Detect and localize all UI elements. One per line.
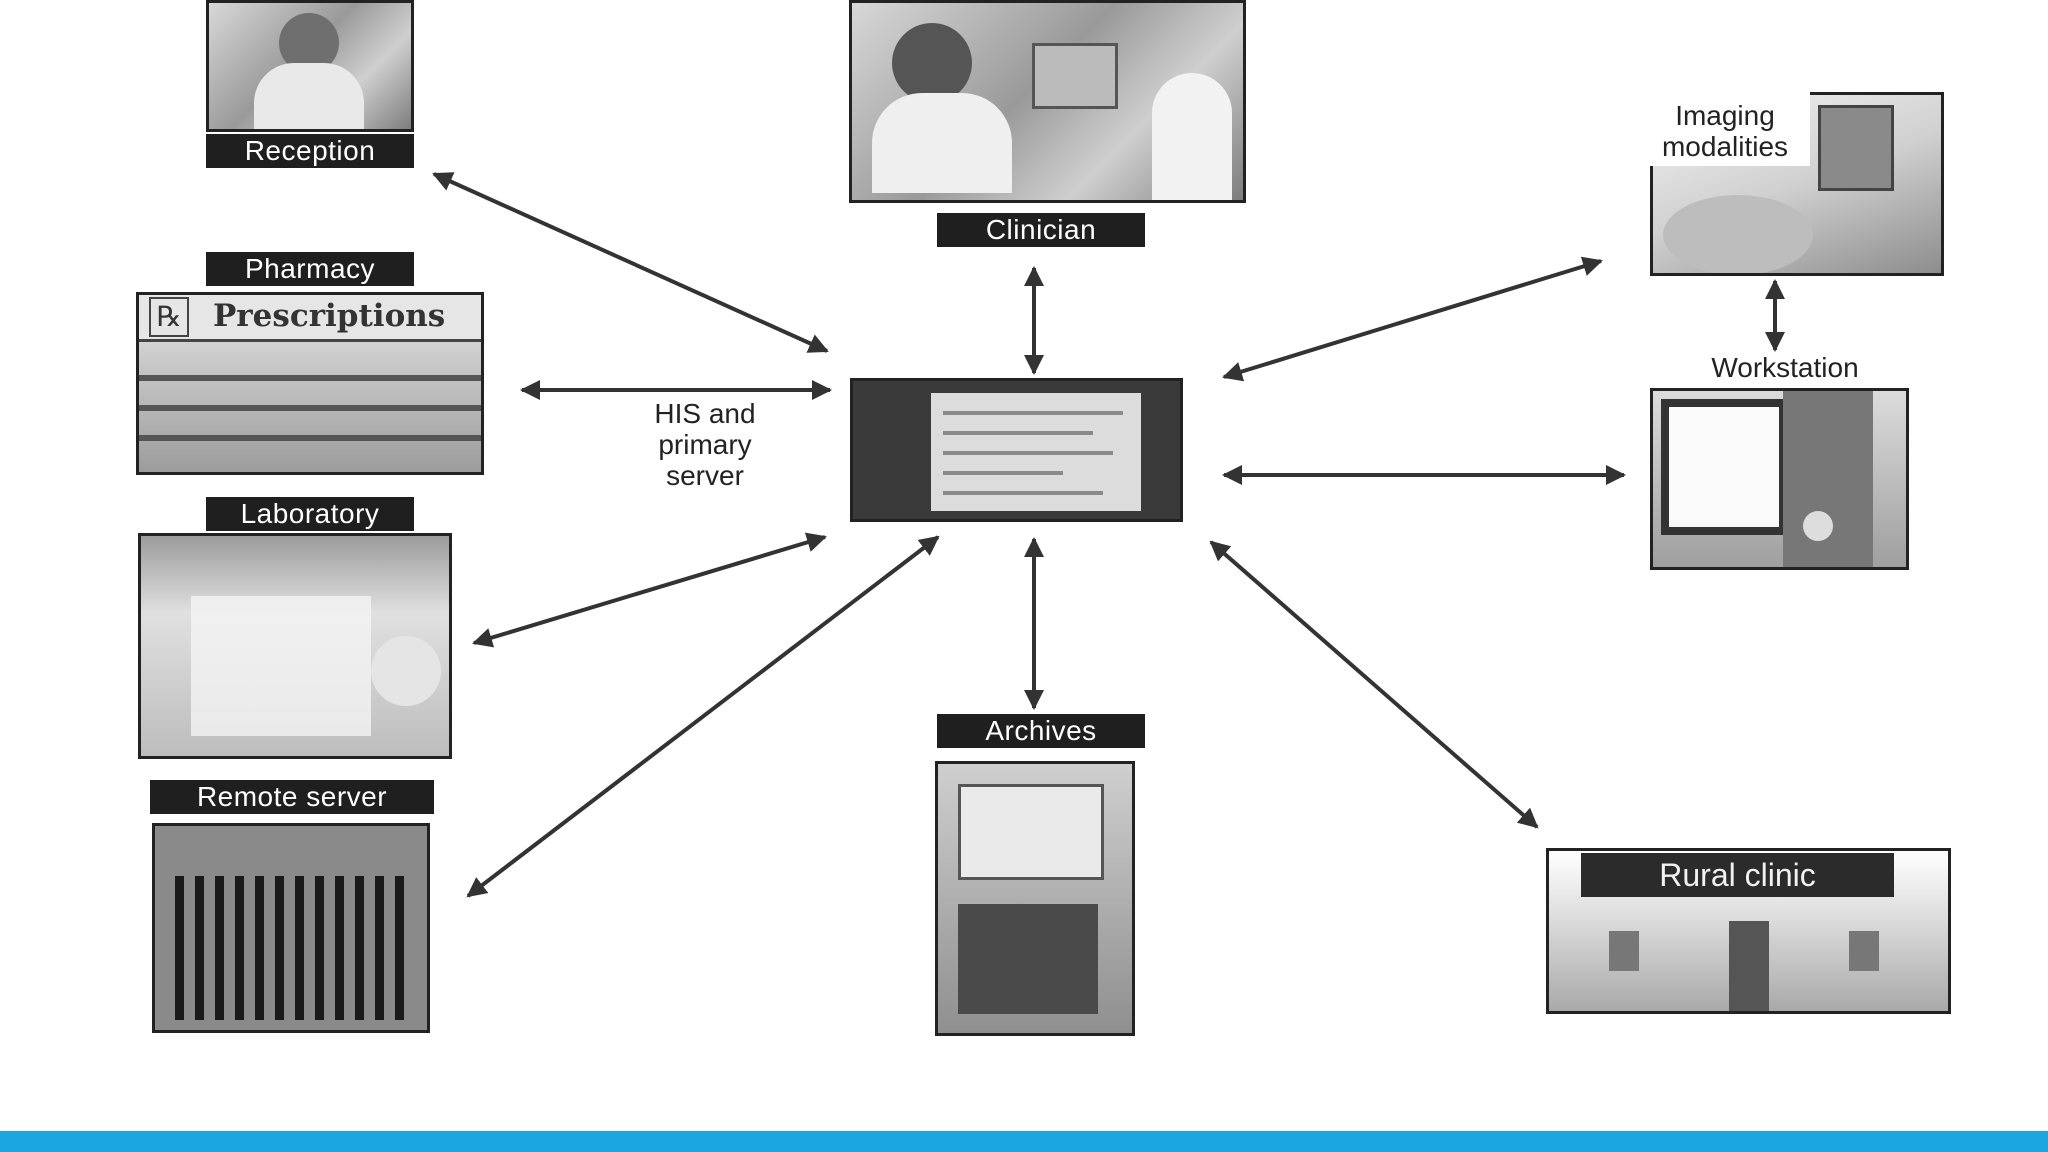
laboratory-photo — [138, 533, 452, 759]
arrow-laboratory-to-his — [472, 532, 827, 648]
pharmacy-sign: ℞ Prescriptions — [139, 295, 481, 342]
arrow-reception-to-his — [432, 172, 829, 353]
reception-photo — [206, 0, 414, 132]
laboratory-label: Laboratory — [206, 497, 414, 531]
workstation-photo — [1650, 388, 1909, 570]
clinician-photo — [849, 0, 1246, 203]
rural-clinic-sign — [1581, 853, 1894, 897]
archives-photo — [935, 761, 1135, 1036]
pharmacy-photo: ℞ Prescriptions — [136, 292, 484, 475]
arrow-remote-server-to-his — [466, 535, 940, 898]
arrow-rural-clinic-to-his — [1209, 540, 1539, 829]
his-label-line2: primary — [658, 429, 752, 460]
rural-clinic-label: Rural clinic — [1659, 857, 1816, 893]
reception-label: Reception — [206, 134, 414, 168]
workstation-label: Workstation — [1711, 352, 1859, 383]
bottom-accent-bar — [0, 1131, 2048, 1152]
imaging-label: Imaging modalities — [1640, 100, 1810, 162]
remote-server-label: Remote server — [150, 780, 434, 814]
imaging-label-box — [1640, 92, 1810, 166]
arrow-imaging-to-his — [1222, 256, 1603, 382]
his-server-screen — [850, 378, 1183, 522]
remote-server-photo — [152, 823, 430, 1033]
rx-icon: ℞ — [149, 297, 189, 337]
prescriptions-sign-text: Prescriptions — [213, 298, 446, 334]
his-label-line3: server — [666, 460, 744, 491]
pharmacy-label: Pharmacy — [206, 252, 414, 286]
imaging-label-line1: Imaging — [1675, 100, 1775, 131]
his-server-label: HIS and primary server — [620, 398, 790, 491]
archives-label: Archives — [937, 714, 1145, 748]
imaging-label-line2: modalities — [1661, 131, 1789, 162]
rural-clinic-photo: Rural clinic — [1546, 848, 1951, 1014]
clinician-label: Clinician — [937, 213, 1145, 247]
his-label-line1: HIS and — [654, 398, 756, 429]
